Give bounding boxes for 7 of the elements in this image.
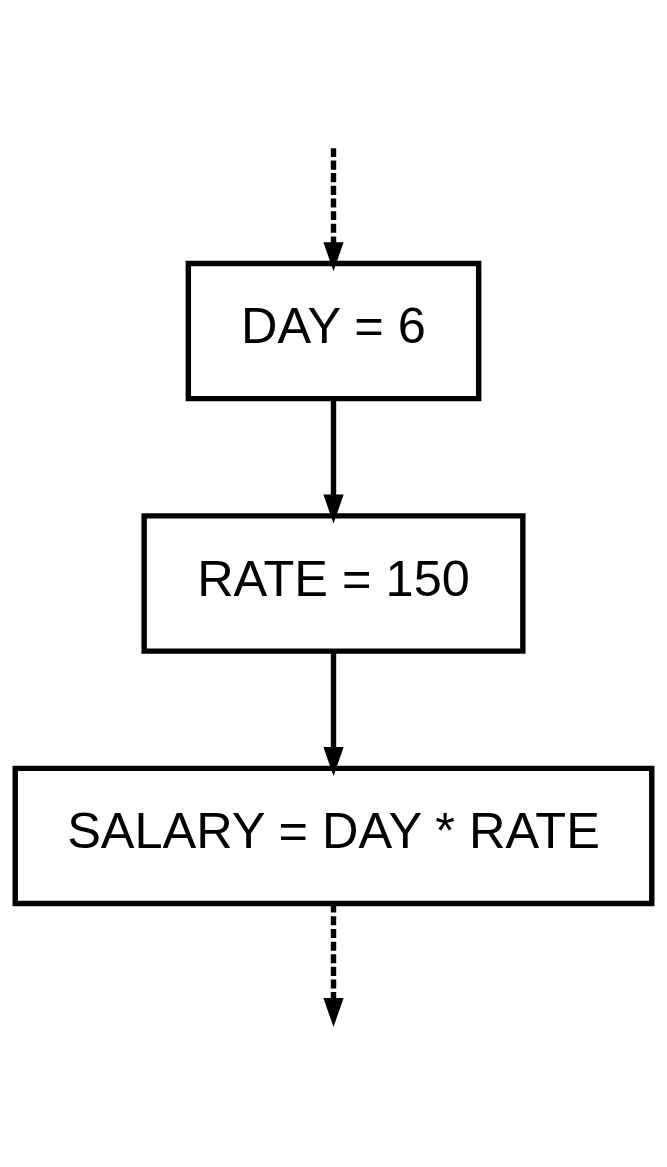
arrow (323, 903, 344, 1027)
node-box: SALARY = DAY * RATE (12, 765, 655, 907)
node-box: DAY = 6 (185, 260, 482, 402)
node-box: RATE = 150 (141, 513, 526, 654)
arrow (323, 398, 344, 524)
arrow (323, 651, 344, 776)
arrow (323, 148, 344, 272)
